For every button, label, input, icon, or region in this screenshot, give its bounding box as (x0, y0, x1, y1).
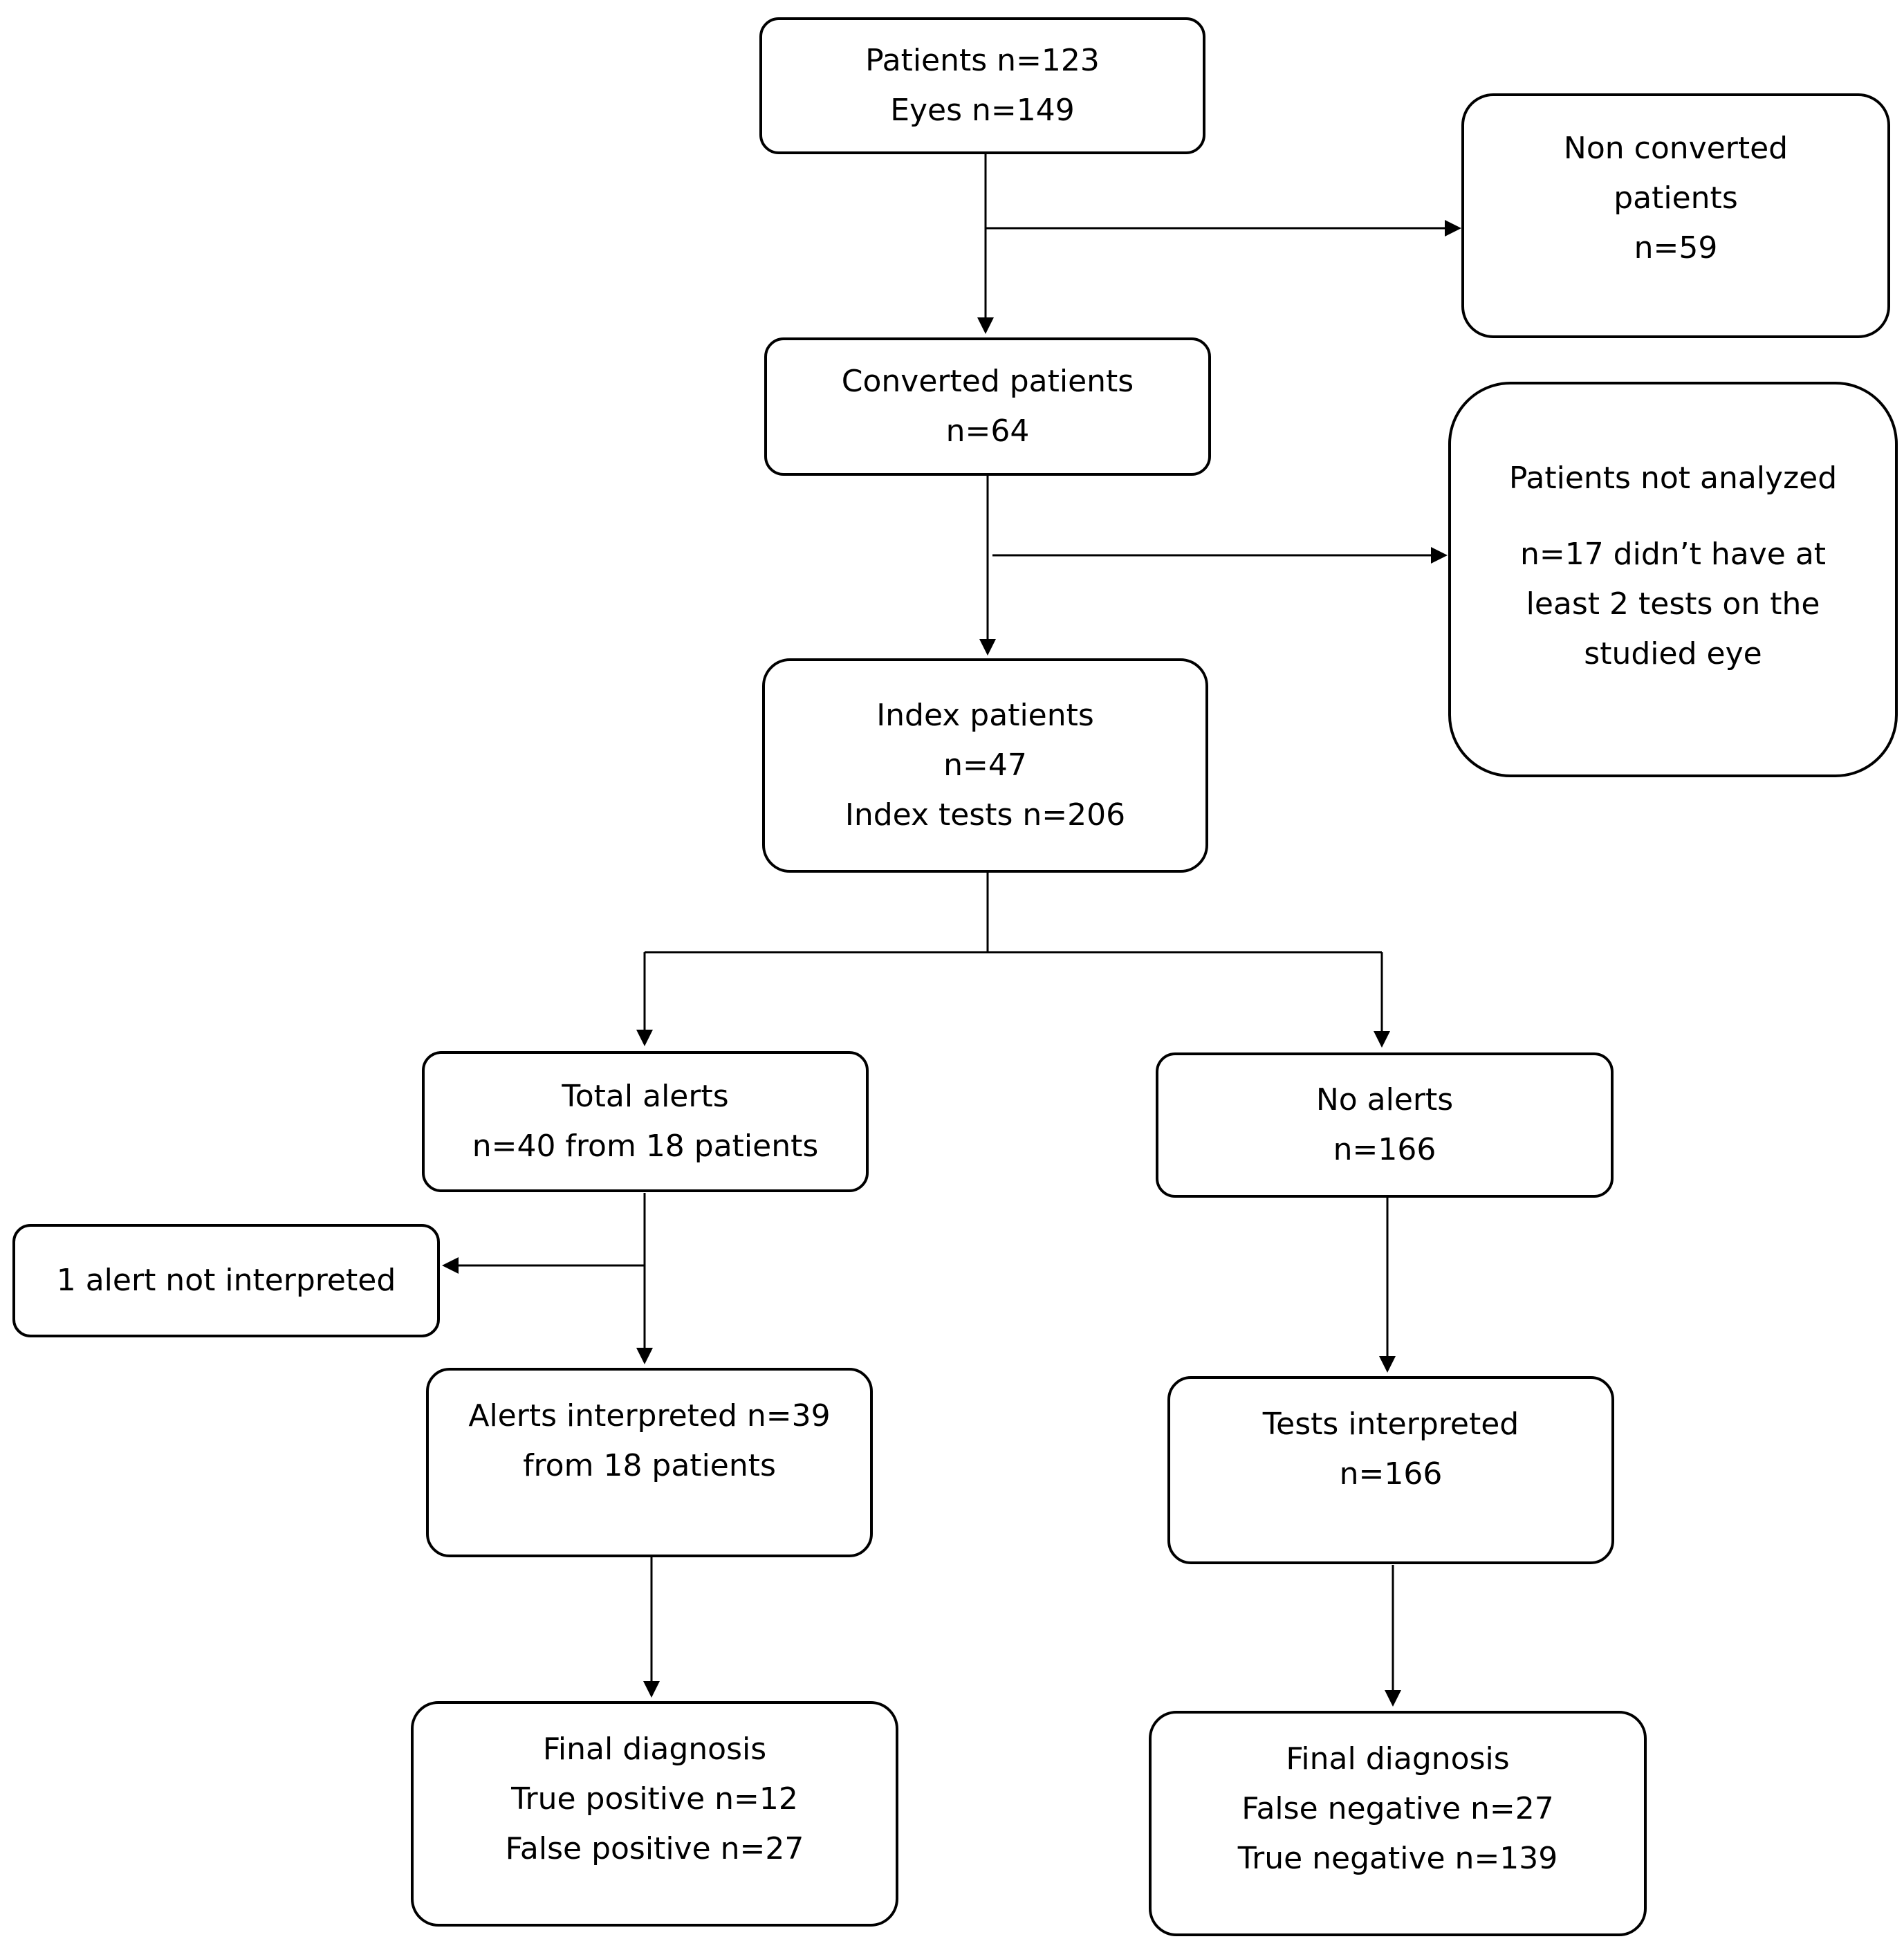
box-text: studied eye (1584, 636, 1762, 671)
box-index-patients: Index patients n=47 Index tests n=206 (762, 658, 1208, 873)
box-text: n=166 (1333, 1132, 1436, 1167)
box-text: Eyes n=149 (890, 93, 1075, 128)
box-text: Final diagnosis (542, 1732, 767, 1767)
box-text: Alerts interpreted n=39 (468, 1398, 831, 1434)
box-text: Final diagnosis (1286, 1741, 1510, 1776)
box-text: Non converted (1563, 131, 1789, 166)
box-text: True positive n=12 (511, 1781, 798, 1817)
box-text: False positive n=27 (505, 1831, 804, 1866)
box-text: Total alerts (562, 1079, 729, 1114)
box-patients-total: Patients n=123 Eyes n=149 (759, 17, 1205, 154)
box-alert-not-interpreted: 1 alert not interpreted (12, 1224, 440, 1337)
box-text: n=166 (1339, 1456, 1443, 1492)
box-text: Index patients (876, 698, 1094, 733)
box-text: No alerts (1315, 1082, 1454, 1117)
box-tests-interpreted: Tests interpreted n=166 (1167, 1376, 1614, 1564)
box-text: least 2 tests on the (1526, 586, 1820, 622)
box-text: from 18 patients (523, 1448, 776, 1483)
box-text: Index tests n=206 (844, 797, 1126, 833)
box-text: patients (1614, 180, 1738, 216)
box-title: Patients not analyzed (1508, 461, 1838, 496)
box-text: True negative n=139 (1237, 1841, 1558, 1876)
box-text: Patients n=123 (865, 43, 1100, 78)
box-final-diagnosis-alerts: Final diagnosis True positive n=12 False… (411, 1701, 898, 1927)
box-text: 1 alert not interpreted (56, 1263, 396, 1298)
box-alerts-interpreted: Alerts interpreted n=39 from 18 patients (426, 1368, 873, 1557)
box-final-diagnosis-no-alerts: Final diagnosis False negative n=27 True… (1149, 1711, 1647, 1936)
box-converted-patients: Converted patients n=64 (764, 337, 1211, 476)
box-total-alerts: Total alerts n=40 from 18 patients (422, 1051, 869, 1192)
box-text: Converted patients (841, 364, 1134, 399)
box-text: n=47 (943, 748, 1027, 783)
box-text: n=40 from 18 patients (472, 1129, 819, 1164)
box-text: n=17 didn’t have at (1519, 537, 1827, 572)
box-no-alerts: No alerts n=166 (1156, 1052, 1614, 1198)
box-text: False negative n=27 (1241, 1791, 1554, 1826)
box-non-converted: Non converted patients n=59 (1461, 93, 1890, 338)
box-patients-not-analyzed: Patients not analyzed n=17 didn’t have a… (1448, 382, 1898, 777)
box-text: n=59 (1634, 230, 1718, 266)
box-text: n=64 (945, 414, 1030, 449)
box-text: Tests interpreted (1262, 1407, 1519, 1442)
